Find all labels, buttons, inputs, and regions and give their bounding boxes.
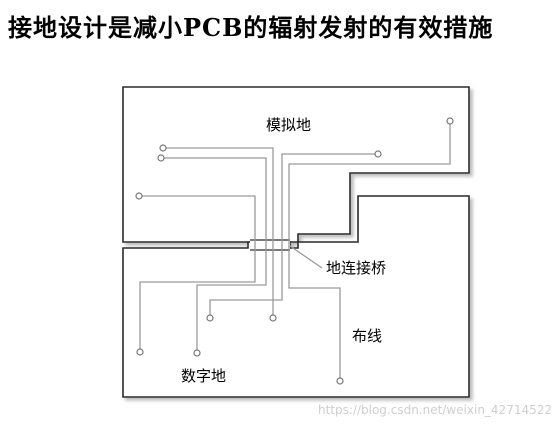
pad — [446, 117, 454, 125]
pad — [336, 377, 344, 385]
watermark: https://blog.csdn.net/weixin_42714522 — [318, 403, 552, 417]
trace-2 — [161, 157, 267, 353]
bridge-pointer — [289, 245, 323, 269]
pad — [269, 314, 277, 322]
pad — [193, 349, 201, 357]
trace-4 — [209, 153, 378, 318]
ground-bridge-label: 地连接桥 — [326, 259, 386, 277]
pad — [374, 150, 382, 158]
pad — [157, 154, 165, 162]
pads — [135, 117, 454, 385]
trace-3 — [139, 195, 256, 352]
ground-bridge — [250, 240, 290, 250]
pad — [206, 314, 214, 322]
digital-ground-label: 数字地 — [181, 367, 226, 385]
pad — [136, 348, 144, 356]
traces — [139, 121, 451, 381]
page-title: 接地设计是减小PCB的辐射发射的有效措施 — [8, 13, 494, 42]
digital-ground-plane — [122, 195, 470, 398]
routing-label: 布线 — [352, 327, 382, 345]
pad — [135, 192, 143, 200]
trace-1 — [163, 147, 274, 318]
analog-ground-label: 模拟地 — [266, 116, 311, 134]
pad — [159, 144, 167, 152]
trace-5 — [288, 121, 451, 381]
